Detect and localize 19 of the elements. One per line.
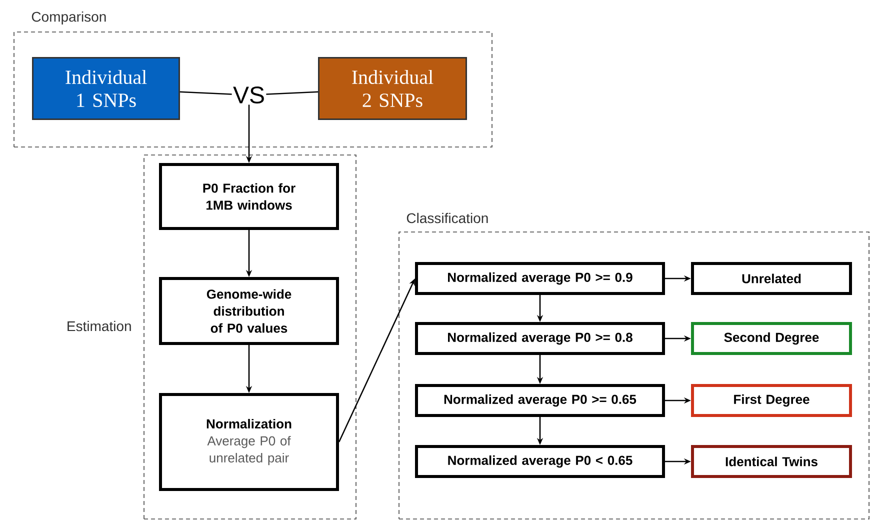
- process-box: Normalized average P0 < 0.65: [415, 445, 665, 478]
- process-box: First Degree: [691, 384, 852, 417]
- process-box: Normalized average P0 >= 0.8: [415, 322, 665, 355]
- connector-line: [266, 91, 318, 95]
- vs-label: VS: [233, 86, 264, 104]
- connector-line: [180, 91, 232, 95]
- process-box: Unrelated: [691, 262, 852, 295]
- sample-box: Individual 2 SNPs: [318, 57, 467, 120]
- process-box: Normalization Average P0 of unrelated pair: [159, 393, 339, 491]
- node-label: Comparison: [32, 11, 106, 25]
- process-box: Normalized average P0 >= 0.65: [415, 384, 665, 417]
- process-box: Identical Twins: [691, 445, 852, 478]
- process-box: Genome-wide distribution of P0 values: [159, 277, 339, 345]
- process-box: Second Degree: [691, 322, 852, 355]
- node-label: Estimation: [68, 320, 131, 332]
- node-label: Classification: [406, 212, 488, 224]
- sample-box: Individual 1 SNPs: [32, 57, 180, 120]
- process-box: P0 Fraction for 1MB windows: [159, 163, 339, 230]
- process-box: Normalized average P0 >= 0.9: [415, 262, 665, 295]
